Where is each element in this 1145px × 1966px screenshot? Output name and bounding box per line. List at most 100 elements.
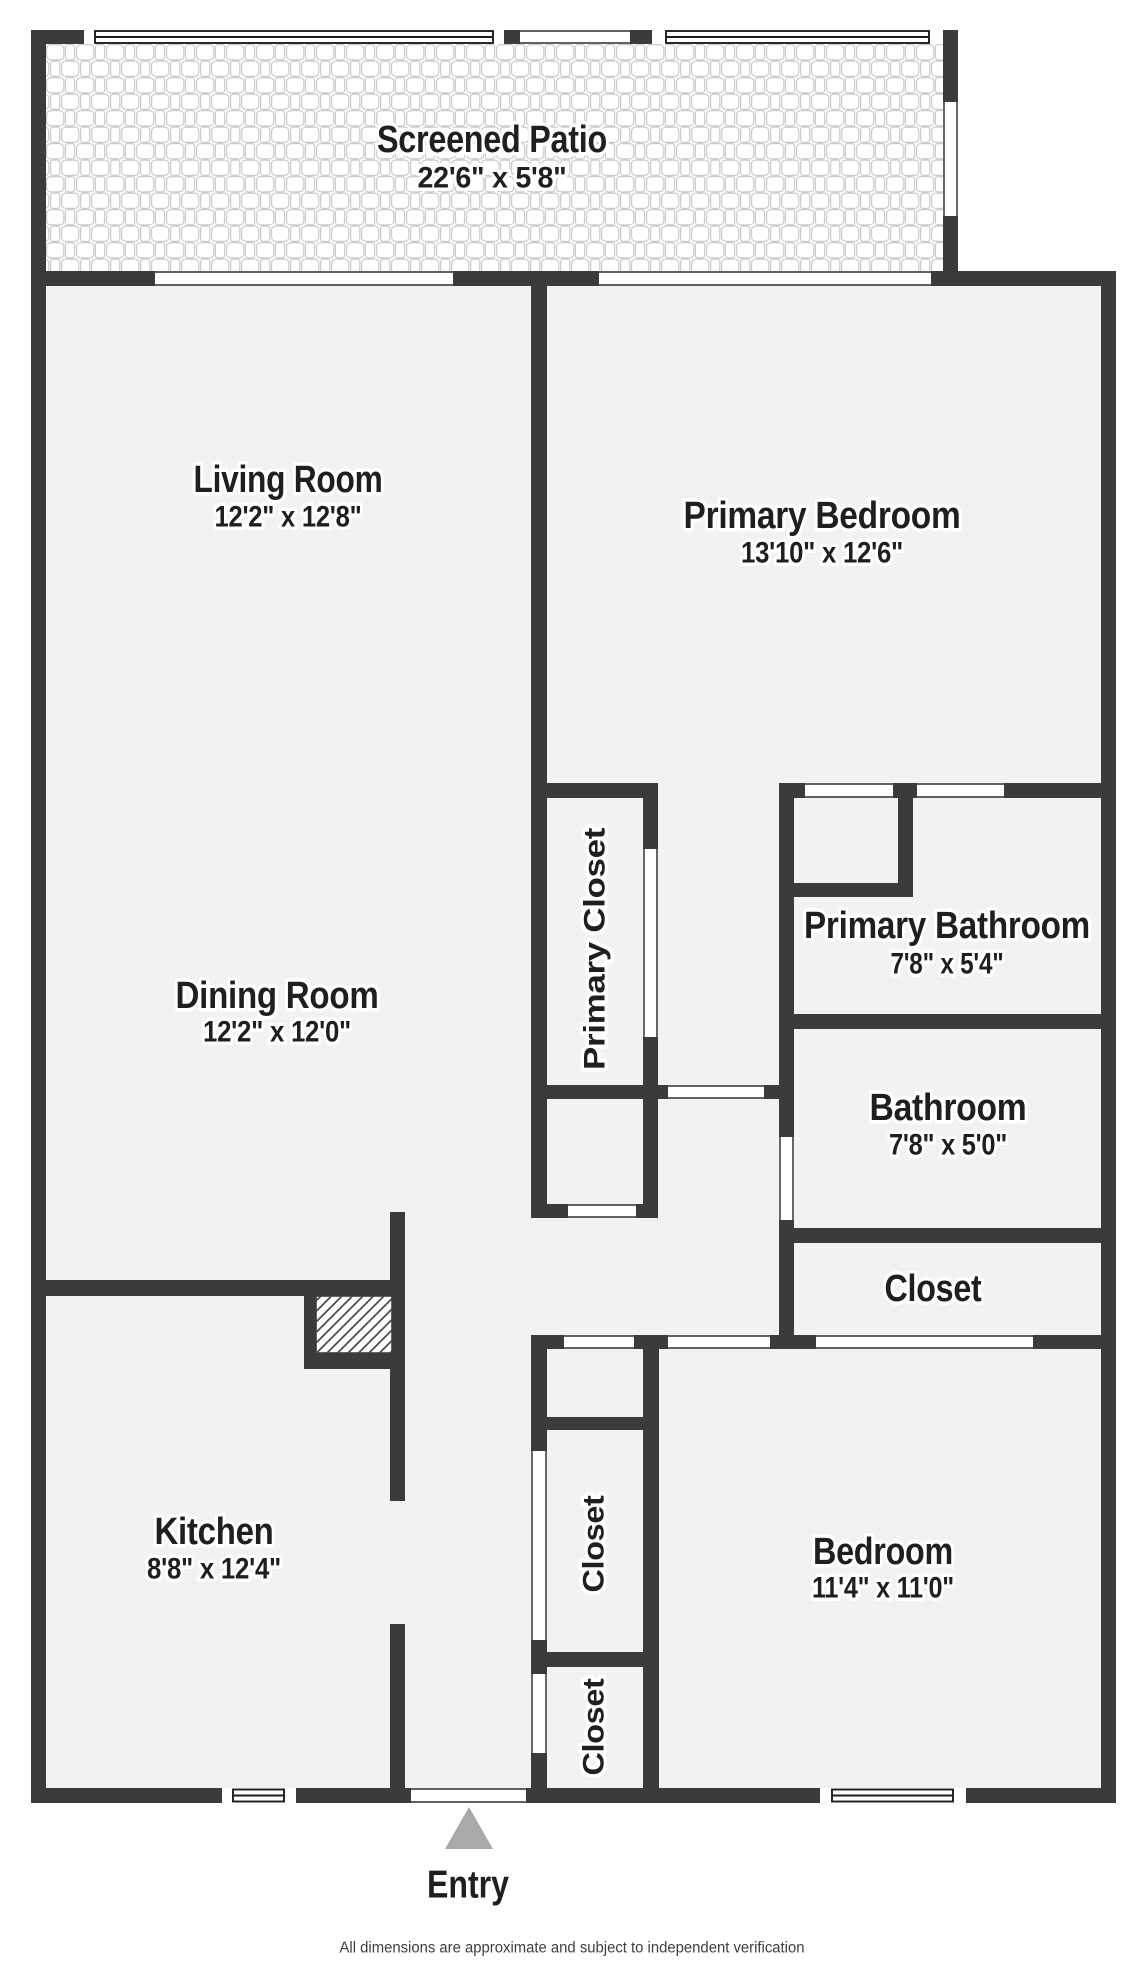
wall-linen-right — [643, 1099, 658, 1218]
label-entry: Entry — [427, 1864, 509, 1907]
wall-kitchen-right-lower — [390, 1624, 405, 1788]
wall-living-bedroom-divider — [531, 286, 547, 783]
opening-primary-bathroom-door — [917, 783, 1004, 798]
opening-gap — [564, 1335, 634, 1349]
dims-bathroom: 7'8" x 5'0" — [889, 1129, 1007, 1162]
label-living-room: Living Room — [194, 459, 383, 501]
opening-gap — [668, 1335, 770, 1349]
wall-bedroom-box-right — [898, 798, 913, 883]
label-primary-closet: Primary Closet — [579, 828, 612, 1070]
dims-living-room: 12'2" x 12'8" — [215, 501, 362, 534]
wall-kitchen-top — [31, 1280, 405, 1296]
wall-hatch-bottom — [304, 1353, 405, 1369]
wall-primary-closet-right-lower — [643, 1037, 658, 1099]
opening-gap — [643, 849, 658, 1037]
opening-entry-closet-2-door — [531, 1674, 547, 1753]
dims-dining-room: 12'2" x 12'0" — [203, 1016, 351, 1049]
room-labels: Screened Patio 22'6" x 5'8" Living Room … — [144, 116, 1094, 1911]
opening-living-room-patio — [155, 271, 453, 286]
window-kitchen — [222, 1788, 296, 1803]
dims-bedroom: 11'4" x 11'0" — [812, 1572, 954, 1605]
wall-primary-closet-right-upper — [643, 783, 658, 849]
wall-entry-closet-divider — [531, 1652, 658, 1667]
opening-gap — [599, 271, 931, 286]
label-bedroom: Bedroom — [813, 1531, 953, 1573]
opening-gap — [779, 1137, 794, 1220]
wall-primary-closet-bottom — [531, 1085, 658, 1099]
label-entry-closet-2: Closet — [578, 1678, 611, 1775]
utility-hatch-box — [315, 1295, 393, 1354]
opening-gap — [943, 102, 958, 216]
wall-patio-top-left-corner — [31, 30, 84, 44]
wall-bottom-1 — [31, 1788, 222, 1803]
wall-main-top-left — [31, 271, 155, 286]
opening-entry-closet-1-door — [531, 1451, 547, 1640]
label-primary-bathroom: Primary Bathroom — [804, 905, 1090, 947]
dims-primary-bedroom: 13'10" x 12'6" — [741, 537, 903, 570]
opening-gap — [568, 1204, 636, 1218]
opening-hall-closet-doors — [816, 1335, 1033, 1349]
wall-bottom-2 — [296, 1788, 411, 1803]
label-kitchen: Kitchen — [155, 1511, 274, 1553]
dims-kitchen: 8'8" x 12'4" — [147, 1553, 281, 1586]
hatch-box-hatching — [316, 1296, 392, 1353]
wall-hall-top-2 — [764, 1085, 794, 1099]
dims-screened-patio: 22'6" x 5'8" — [418, 162, 567, 195]
wall-hall-closet-bottom-right — [1033, 1335, 1116, 1349]
opening-gap — [805, 783, 893, 798]
label-primary-bedroom: Primary Bedroom — [684, 495, 961, 537]
wall-hall-top-1 — [658, 1085, 668, 1099]
wall-primary-closet-top — [531, 783, 658, 798]
openings — [155, 30, 1033, 1803]
wall-patio-right-upper — [943, 30, 958, 102]
wall-patio-right-lower — [943, 216, 958, 286]
wall-main-top-mid — [453, 271, 599, 286]
opening-gap — [520, 30, 630, 44]
wall-patio-top-mid-1 — [504, 30, 520, 44]
opening-primary-bedroom-patio — [599, 271, 931, 286]
entry-arrow-icon — [445, 1807, 493, 1849]
wall-bedroom-box-bottom — [779, 883, 913, 897]
windows — [84, 30, 966, 1803]
wall-outer-left — [31, 30, 46, 1803]
wall-linen-left — [531, 1099, 547, 1218]
opening-hallway-passage — [668, 1085, 764, 1099]
footer-disclaimer: All dimensions are approximate and subje… — [340, 1940, 805, 1957]
wall-bottom-4 — [966, 1788, 1116, 1803]
wall-primary-bathroom-bottom — [779, 1014, 1116, 1029]
opening-gap — [816, 1335, 1033, 1349]
wall-entry-closet-cell-divider — [531, 1417, 658, 1430]
wall-bottom-3 — [526, 1788, 820, 1803]
wall-primary-bedroom-bottom-2 — [893, 783, 917, 798]
opening-gap — [668, 1085, 764, 1099]
opening-bedroom-door — [668, 1335, 770, 1349]
wall-linen-bottom-1 — [531, 1204, 568, 1218]
label-dining-room: Dining Room — [176, 975, 379, 1017]
opening-gap — [531, 1674, 547, 1753]
label-hall-closet: Closet — [885, 1268, 983, 1310]
wall-primary-closet-left — [531, 798, 547, 1099]
interior-floor — [46, 286, 1101, 1788]
window-patio-top-1 — [84, 30, 504, 44]
wall-main-top-right — [931, 271, 1116, 286]
opening-gap — [531, 1451, 547, 1640]
label-entry-closet-1: Closet — [578, 1495, 611, 1592]
opening-gap — [411, 1788, 526, 1803]
wall-hall-bottom-3 — [770, 1335, 816, 1349]
wall-hall-right-upper — [779, 783, 794, 1137]
opening-cell-closet-door — [564, 1335, 634, 1349]
wall-linen-bottom-2 — [636, 1204, 658, 1218]
wall-hatch-left — [304, 1296, 316, 1353]
opening-bedroom-box-door — [805, 783, 893, 798]
wall-entry-closet-left-1 — [531, 1335, 547, 1451]
wall-bathroom-bottom — [779, 1228, 1116, 1243]
dims-primary-bathroom: 7'8" x 5'4" — [891, 948, 1004, 981]
wall-entry-closet-right — [643, 1335, 659, 1788]
label-bathroom: Bathroom — [870, 1087, 1027, 1129]
opening-patio-screen-door — [520, 30, 630, 44]
wall-patio-top-mid-2 — [630, 30, 652, 44]
window-patio-top-2 — [652, 30, 943, 44]
patio-floor-tiles — [46, 44, 943, 271]
